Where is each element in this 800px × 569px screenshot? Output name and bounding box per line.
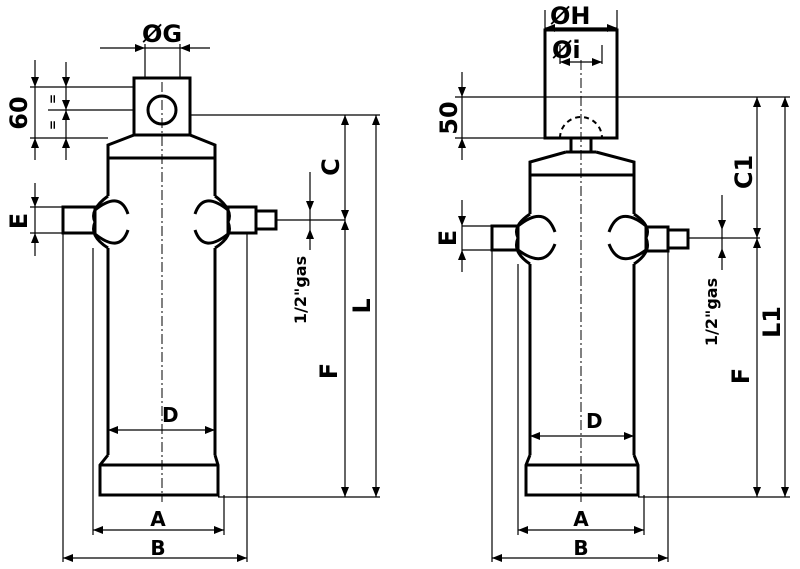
left-dim-tube-diameter: D [162,403,179,427]
right-port-thread: 1/2"gas [702,278,721,346]
right-dim-outer-width: B [573,536,588,560]
left-dim-eye-half-upper: = [46,94,60,104]
right-dim-port-width: E [434,230,462,246]
left-cylinder-outline [61,44,278,502]
right-dim-total-length: L1 [758,306,786,338]
right-dim-head-height: 50 [435,101,463,134]
right-dim-head-diameter: ØH [550,2,591,30]
right-dim-port-to-bottom: F [727,368,755,384]
left-dim-eye-half-lower: = [46,120,60,130]
right-dimension-lines [458,24,789,562]
left-dim-port-offset: C [317,158,345,176]
right-dim-tube-diameter: D [586,409,603,433]
left-dim-total-length: L [348,298,376,313]
right-cylinder-outline [490,28,690,502]
left-dim-pin-diameter: ØG [142,20,182,48]
right-extension-lines [455,10,790,562]
left-dim-port-to-bottom: F [315,363,343,379]
left-dim-port-width: E [5,213,33,229]
right-cylinder: ØH Øi 50 E C1 1/2"gas F L1 D A B [434,2,790,562]
right-dim-port-offset: C1 [730,155,758,189]
left-port-thread: 1/2"gas [291,256,310,324]
left-cylinder: ØG 60 = = E C 1/2"gas F L D A B [5,20,380,562]
right-dim-ball-diameter: Øi [552,36,581,64]
left-dim-eye-height: 60 [5,96,33,129]
left-extension-lines [30,86,380,562]
left-dim-outer-width: B [150,536,165,560]
left-dimension-lines [31,44,380,562]
left-dim-inner-width: A [150,507,166,531]
right-dim-inner-width: A [573,507,589,531]
